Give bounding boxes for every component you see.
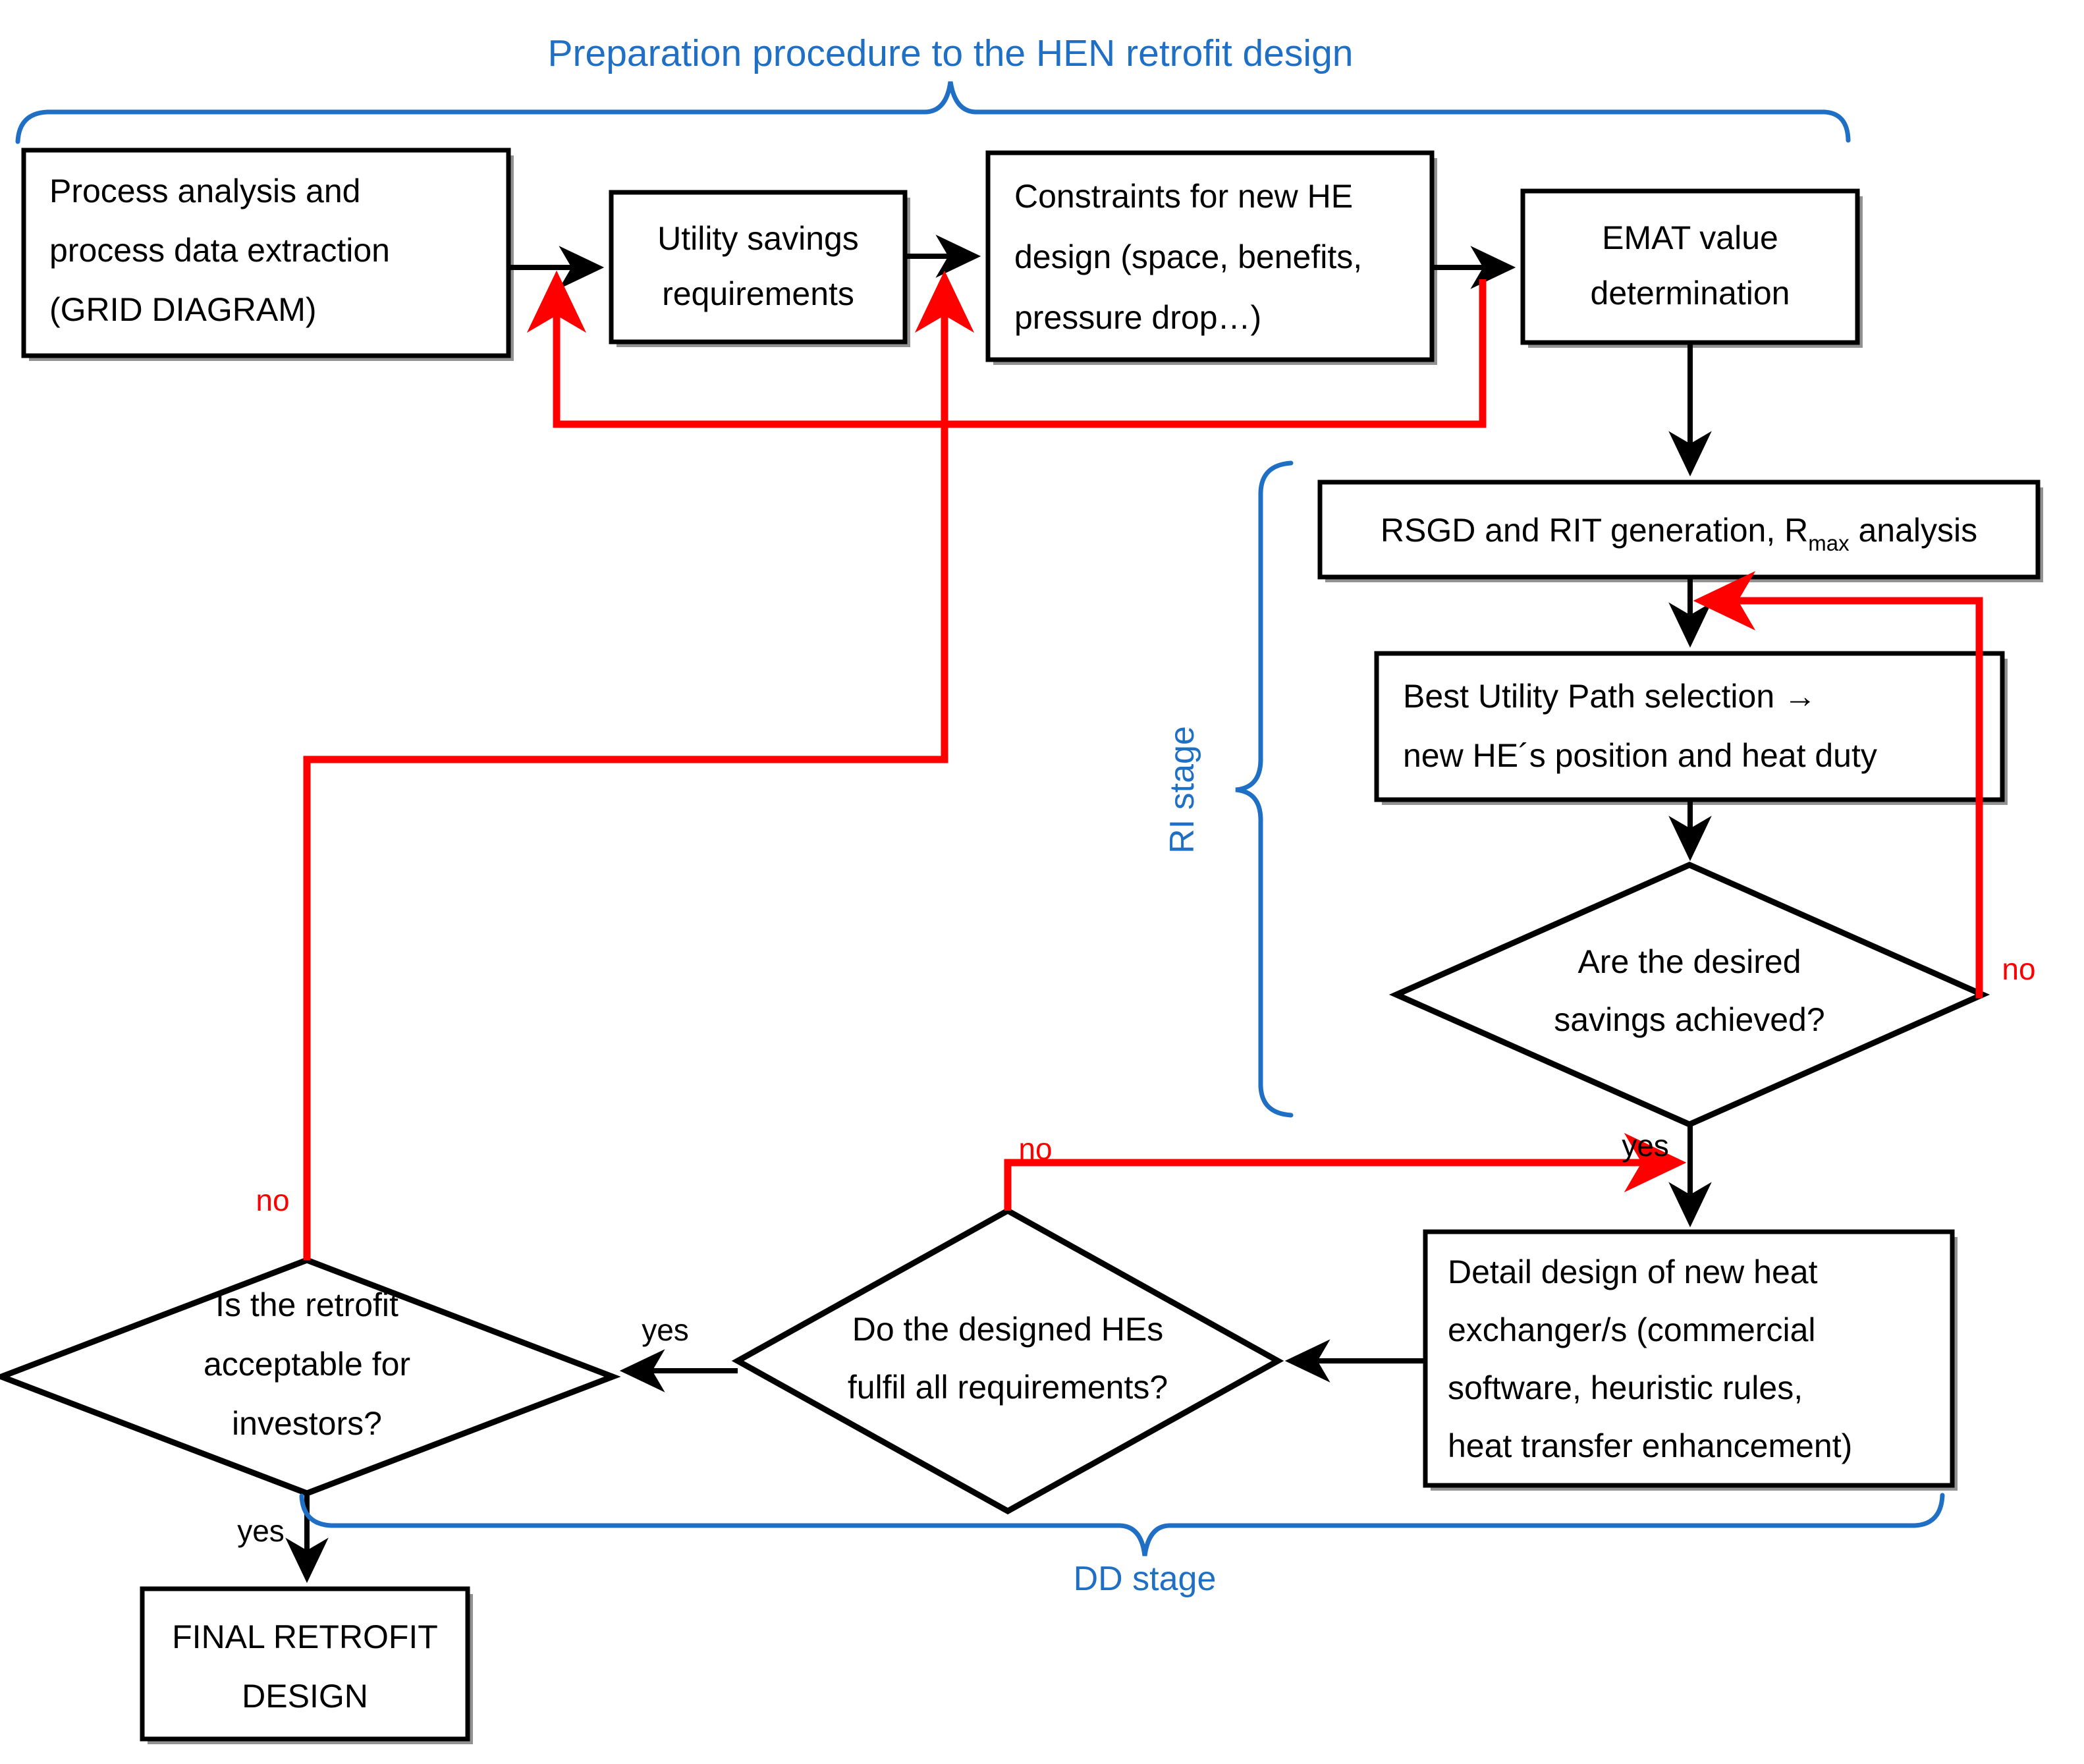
preparation-stage-brace: [15, 81, 1851, 144]
node-detail-design-line-3: software, heuristic rules,: [1448, 1369, 1803, 1406]
node-rsgd-subscript: max: [1808, 531, 1850, 555]
dd-stage-label: DD stage: [1074, 1560, 1217, 1598]
node-process-analysis-line-3: (GRID DIAGRAM): [49, 291, 317, 328]
node-detail-design-line-4: heat transfer enhancement): [1448, 1427, 1852, 1464]
node-emat-line-1: EMAT value: [1602, 219, 1778, 256]
feedback-retrofit-no: [303, 270, 975, 1260]
node-utility-savings-line-2: requirements: [662, 275, 854, 312]
edge-label-retrofit-yes: yes: [237, 1514, 285, 1548]
node-constraints[interactable]: Constraints for new HE design (space, be…: [985, 150, 1437, 365]
node-savings-achieved-line-1: Are the desired: [1577, 943, 1801, 980]
node-savings-achieved-line-2: savings achieved?: [1554, 1001, 1824, 1038]
node-retrofit-acceptable-line-2: acceptable for: [204, 1346, 410, 1383]
node-savings-achieved[interactable]: Are the desired savings achieved?: [1388, 862, 1990, 1128]
node-retrofit-acceptable-line-1: Is the retrofit: [215, 1286, 398, 1323]
node-rsgd-prefix: RSGD and RIT generation, R: [1381, 512, 1808, 549]
node-best-utility-path[interactable]: Best Utility Path selection → new HE´s p…: [1374, 651, 2008, 805]
edge-label-he-requirements-no: no: [1018, 1132, 1052, 1166]
node-detail-design-line-1: Detail design of new heat: [1448, 1254, 1818, 1290]
node-detail-design-line-2: exchanger/s (commercial: [1448, 1311, 1816, 1348]
node-he-requirements[interactable]: Do the designed HEs fulfil all requireme…: [731, 1207, 1284, 1515]
edge-label-he-requirements-yes: yes: [642, 1313, 689, 1347]
preparation-stage-title: Preparation procedure to the HEN retrofi…: [548, 32, 1354, 74]
node-utility-savings-line-1: Utility savings: [657, 220, 859, 257]
edge-label-retrofit-no: no: [256, 1183, 289, 1217]
node-final-retrofit-line-1: FINAL RETROFIT: [172, 1618, 438, 1655]
node-process-analysis-line-1: Process analysis and: [49, 173, 360, 209]
node-detail-design[interactable]: Detail design of new heat exchanger/s (c…: [1423, 1229, 1958, 1491]
node-retrofit-acceptable[interactable]: Is the retrofit acceptable for investors…: [0, 1257, 621, 1497]
edge-label-savings-no: no: [2002, 952, 2035, 986]
node-constraints-line-2: design (space, benefits,: [1014, 238, 1362, 275]
node-rsgd-label: RSGD and RIT generation, Rmax analysis: [1381, 512, 1977, 555]
node-final-retrofit-line-2: DESIGN: [242, 1678, 368, 1715]
node-emat[interactable]: EMAT value determination: [1520, 188, 1863, 348]
feedback-savings-no: [1693, 570, 1983, 999]
node-process-analysis-line-2: process data extraction: [49, 232, 390, 269]
node-final-retrofit[interactable]: FINAL RETROFIT DESIGN: [140, 1586, 473, 1744]
feedback-he-requirements-no: [1004, 1132, 1687, 1211]
node-emat-line-2: determination: [1591, 275, 1790, 312]
node-utility-savings[interactable]: Utility savings requirements: [609, 190, 910, 347]
node-process-analysis[interactable]: Process analysis and process data extrac…: [21, 148, 514, 361]
feedback-top-bus: [526, 270, 1487, 428]
node-constraints-line-3: pressure drop…): [1014, 299, 1261, 336]
node-retrofit-acceptable-line-3: investors?: [232, 1405, 382, 1442]
dd-stage-brace: [299, 1493, 1945, 1557]
node-he-requirements-line-1: Do the designed HEs: [852, 1311, 1164, 1348]
node-constraints-line-1: Constraints for new HE: [1014, 178, 1353, 215]
edge-label-savings-yes: yes: [1622, 1128, 1669, 1163]
node-rsgd-suffix: analysis: [1850, 512, 1978, 549]
node-best-utility-path-line-2: new HE´s position and heat duty: [1403, 737, 1877, 774]
node-he-requirements-line-2: fulfil all requirements?: [848, 1369, 1168, 1406]
node-rsgd[interactable]: RSGD and RIT generation, Rmax analysis: [1317, 480, 2043, 582]
node-best-utility-path-line-1: Best Utility Path selection →: [1403, 678, 1817, 715]
ri-stage-label: RI stage: [1163, 726, 1201, 854]
ri-stage-brace: [1235, 460, 1294, 1118]
